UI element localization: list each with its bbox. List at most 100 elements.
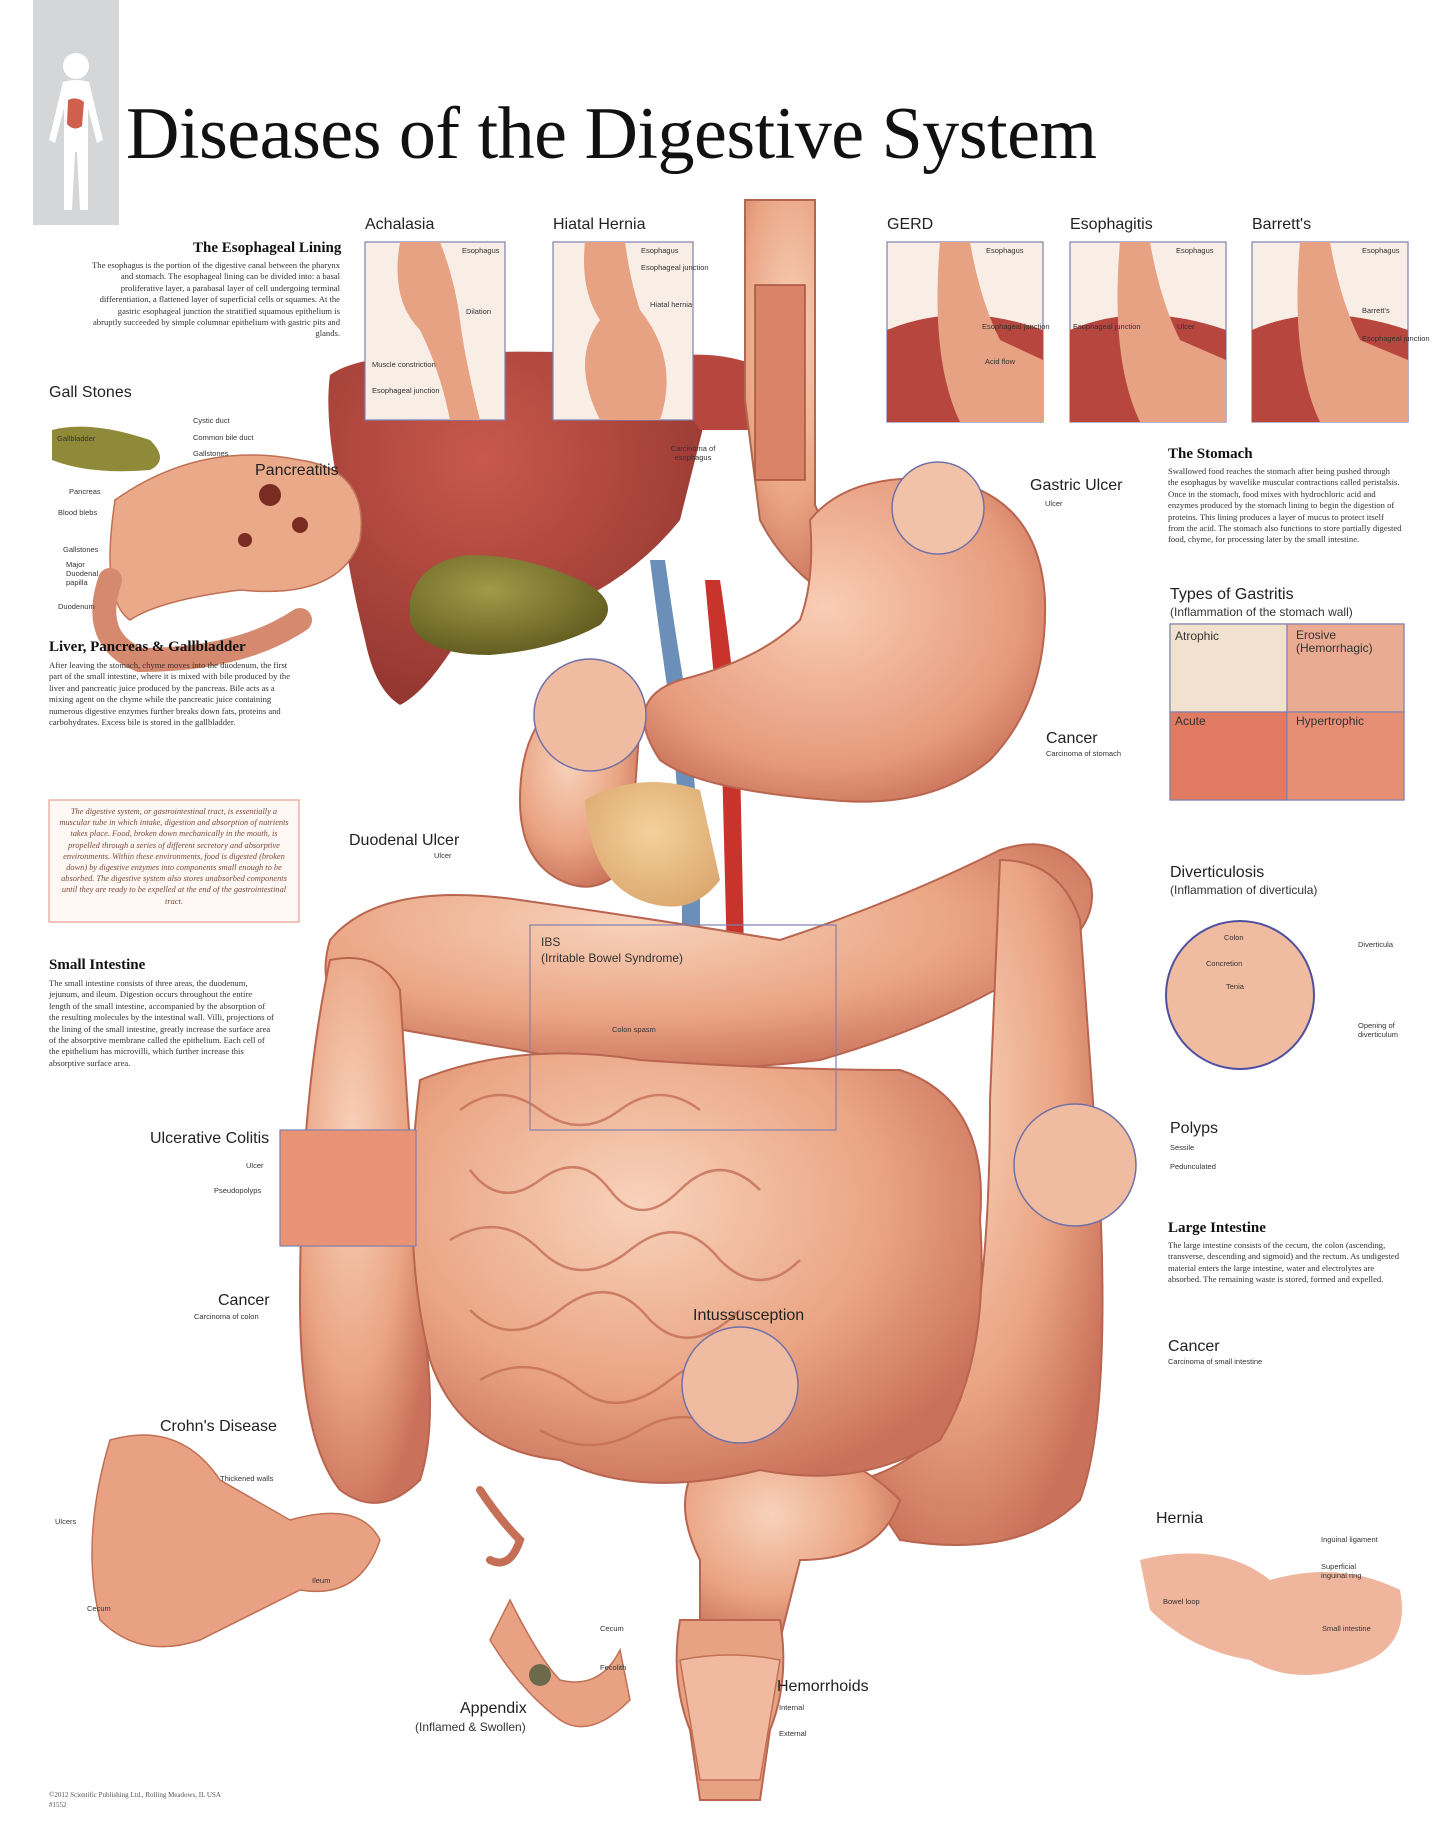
label-cecum: Cecum — [87, 1604, 111, 1613]
label-ulcer: Ulcer — [1177, 322, 1195, 331]
ibs-box — [529, 924, 837, 1131]
label-carcinoma-of-esophagus: Carcinoma of esophagus — [670, 444, 716, 462]
colon-cancer-title: Cancer — [218, 1292, 270, 1309]
duodenal-ulcer-circle — [533, 658, 647, 772]
page-title: Diseases of the Digestive System — [126, 93, 1097, 175]
diverticulosis-subtitle: (Inflammation of diverticula) — [1170, 883, 1318, 897]
liver-section-text: After leaving the stomach, chyme moves i… — [49, 660, 291, 728]
stomach — [643, 477, 1047, 803]
duodenal-ulcer-title: Duodenal Ulcer — [349, 832, 460, 849]
label-duodenum: Duodenum — [58, 602, 95, 611]
catalog-number: #1552 — [49, 1801, 67, 1809]
hernia-title: Hernia — [1156, 1510, 1204, 1527]
label-cystic-duct: Cystic duct — [193, 416, 230, 425]
label-esophagus: Esophagus — [1362, 246, 1400, 255]
small-intestine-cancer-title: Cancer — [1168, 1338, 1220, 1355]
label-gallbladder: Gallbladder — [57, 434, 96, 443]
hemorrhoids-title: Hemorrhoids — [777, 1678, 869, 1695]
cecum-appendix — [476, 1486, 525, 1567]
polyps-circle — [1013, 1103, 1137, 1227]
copyright-line: ©2012 Scientific Publishing Ltd., Rollin… — [49, 1791, 221, 1799]
barretts-panel — [1251, 241, 1409, 423]
label-carcinoma-of-colon: Carcinoma of colon — [194, 1312, 259, 1321]
polyps-title: Polyps — [1170, 1120, 1219, 1137]
label-esophagus: Esophagus — [462, 246, 500, 255]
transverse-colon — [324, 843, 1093, 1069]
gastritis-type-hypertrophic: Hypertrophic — [1296, 714, 1365, 728]
label-common-bile-duct: Common bile duct — [193, 433, 254, 442]
label-esophagus: Esophagus — [1176, 246, 1214, 255]
appendix-title: Appendix — [460, 1700, 527, 1717]
label-esophageal-junction: Esophageal junction — [1073, 322, 1141, 331]
pancreatitis-title: Pancreatitis — [255, 462, 339, 479]
fecolith — [529, 1664, 551, 1686]
label-gallstones: Gallstones — [63, 545, 99, 554]
small-intestine-heading: Small Intestine — [49, 957, 146, 973]
crohns-illustration — [91, 1434, 381, 1648]
hiatal-hernia-title: Hiatal Hernia — [553, 216, 646, 233]
label-tenia: Tenia — [1226, 982, 1244, 991]
label-muscle-constriction: Muscle constriction — [372, 360, 436, 369]
large-intestine-heading: Large Intestine — [1168, 1220, 1266, 1236]
hiatal-hernia-panel — [552, 241, 694, 421]
label-esophageal-junction: Esophageal junction — [1362, 334, 1430, 343]
label-small-intestine: Small intestine — [1322, 1624, 1371, 1633]
human-silhouette-icon — [49, 53, 103, 210]
intro-note-box — [48, 799, 300, 923]
label-ulcer: Ulcer — [246, 1161, 264, 1170]
label-external: External — [779, 1729, 807, 1738]
intussusception-circle — [681, 1326, 799, 1444]
ibs-title: IBS — [541, 935, 561, 949]
label-concretion: Concretion — [1206, 959, 1243, 968]
label-hiatal-hernia: Hiatal hernia — [650, 300, 693, 309]
hemorrhoids-illustration — [679, 1654, 781, 1781]
label-fecolith: Fecolith — [600, 1663, 627, 1672]
gerd-panel — [886, 241, 1044, 423]
gastritis-subtitle: (Inflammation of the stomach wall) — [1170, 605, 1353, 619]
gallstones-inset — [52, 426, 362, 673]
gastritis-title: Types of Gastritis — [1170, 586, 1294, 603]
label-esophagus: Esophagus — [641, 246, 679, 255]
stomach-text: Swallowed food reaches the stomach after… — [1168, 466, 1402, 545]
label-ileum: Ileum — [312, 1576, 331, 1585]
ulcerative-colitis-title: Ulcerative Colitis — [150, 1130, 270, 1147]
label-carcinoma-of-small-intestine: Carcinoma of small intestine — [1168, 1357, 1263, 1366]
intro-note: The digestive system, or gastrointestina… — [59, 807, 289, 906]
esophageal-lining-heading: The Esophageal Lining — [193, 240, 342, 256]
ulcerative-colitis-box — [279, 1129, 417, 1247]
gallbladder — [410, 555, 608, 655]
diverticulosis-title: Diverticulosis — [1170, 864, 1265, 881]
gastritis-type-erosive: Erosive (Hemorrhagic) — [1296, 628, 1373, 655]
label-pseudopolyps: Pseudopolyps — [214, 1186, 262, 1195]
label-ulcer: Ulcer — [434, 851, 452, 860]
label-acid-flow: Acid flow — [985, 357, 1016, 366]
label-gallstones: Gallstones — [193, 449, 229, 458]
large-intestine-text: The large intestine consists of the cecu… — [1168, 1240, 1400, 1285]
hernia-illustration — [1140, 1553, 1402, 1675]
label-major-duodenal-papilla: Major Duodenal papilla — [66, 560, 99, 587]
label-esophageal-junction: Esophageal junction — [641, 263, 709, 272]
crohns-title: Crohn's Disease — [160, 1418, 277, 1435]
label-thickened-walls: Thickened walls — [220, 1474, 274, 1483]
label-colon-spasm: Colon spasm — [612, 1025, 656, 1034]
barretts-title: Barrett's — [1252, 216, 1312, 233]
gastric-ulcer-circle — [891, 461, 985, 555]
label-opening-of-diverticulum: Opening of diverticulum — [1358, 1021, 1399, 1039]
gall-stones-title: Gall Stones — [49, 384, 132, 401]
label-pedunculated: Pedunculated — [1170, 1162, 1216, 1171]
achalasia-panel — [364, 241, 506, 421]
gastric-ulcer-title: Gastric Ulcer — [1030, 477, 1123, 494]
label-carcinoma-of-stomach: Carcinoma of stomach — [1046, 749, 1122, 758]
esophagitis-title: Esophagitis — [1070, 216, 1153, 233]
diverticulosis-circle — [1165, 920, 1315, 1070]
esophageal-lining-text: The esophagus is the portion of the dige… — [92, 260, 340, 339]
label-bowel-loop: Bowel loop — [1163, 1597, 1200, 1606]
intussusception-title: Intussusception — [693, 1307, 805, 1324]
label-esophagus: Esophagus — [986, 246, 1024, 255]
appendix-illustration — [489, 1598, 631, 1728]
small-intestine-text: The small intestine consists of three ar… — [49, 978, 274, 1068]
label-blood-blebs: Blood blebs — [58, 508, 98, 517]
label-dilation: Dilation — [466, 307, 492, 316]
gastritis-type-atrophic: Atrophic — [1175, 629, 1220, 643]
